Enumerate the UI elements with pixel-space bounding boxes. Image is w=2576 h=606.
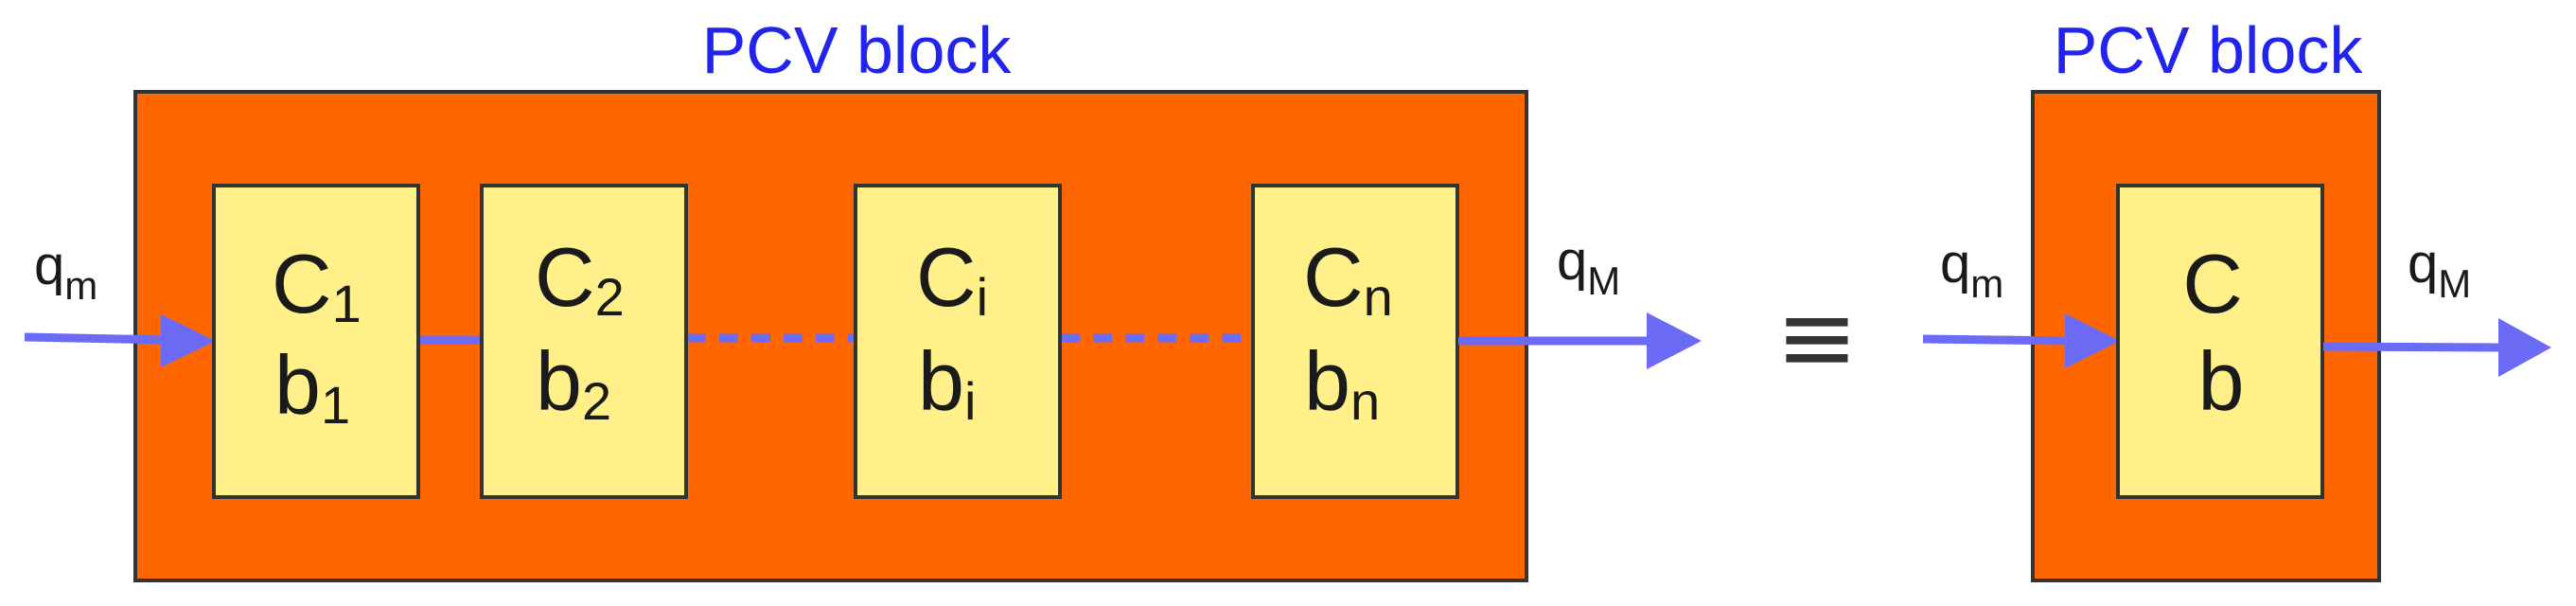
right-block-title: PCV block <box>2054 13 2364 87</box>
box-n-b-label: bn <box>1304 334 1380 431</box>
right-input-arrow <box>1922 313 2120 368</box>
box-1-b-label: b1 <box>274 338 350 435</box>
box-2-c-label: C2 <box>535 230 625 327</box>
box-n-c-label: Cn <box>1303 230 1393 327</box>
arrow-head-right-icon <box>1647 312 1702 369</box>
right-output-arrow <box>2322 318 2551 377</box>
box-b-label: b <box>2198 334 2245 428</box>
left-output-label: qM <box>1557 230 1620 303</box>
arrow-head-right-icon <box>161 314 216 367</box>
box-i: Ci bi <box>854 184 1062 499</box>
right-input-label: qm <box>1940 233 2003 306</box>
box-i-b-label: bi <box>918 334 976 431</box>
equivalence-symbol: ≡ <box>1775 279 1858 395</box>
arrow-head-right-icon <box>2065 313 2120 368</box>
left-input-label: qm <box>34 235 97 308</box>
box-2: C2 b2 <box>480 184 688 499</box>
box-c-b: C b <box>2116 184 2324 499</box>
left-block-title: PCV block <box>702 13 1013 87</box>
box-2-b-label: b2 <box>536 334 611 431</box>
left-input-arrow <box>24 314 216 367</box>
box-n: Cn bn <box>1251 184 1459 499</box>
arrow-head-right-icon <box>2498 318 2551 377</box>
box-c-label: C <box>2182 237 2243 330</box>
box-1: C1 b1 <box>212 184 420 499</box>
box-1-c-label: C1 <box>272 237 362 333</box>
left-output-arrow <box>1458 312 1702 369</box>
box-i-c-label: Ci <box>916 230 988 327</box>
right-output-label: qM <box>2408 233 2471 306</box>
